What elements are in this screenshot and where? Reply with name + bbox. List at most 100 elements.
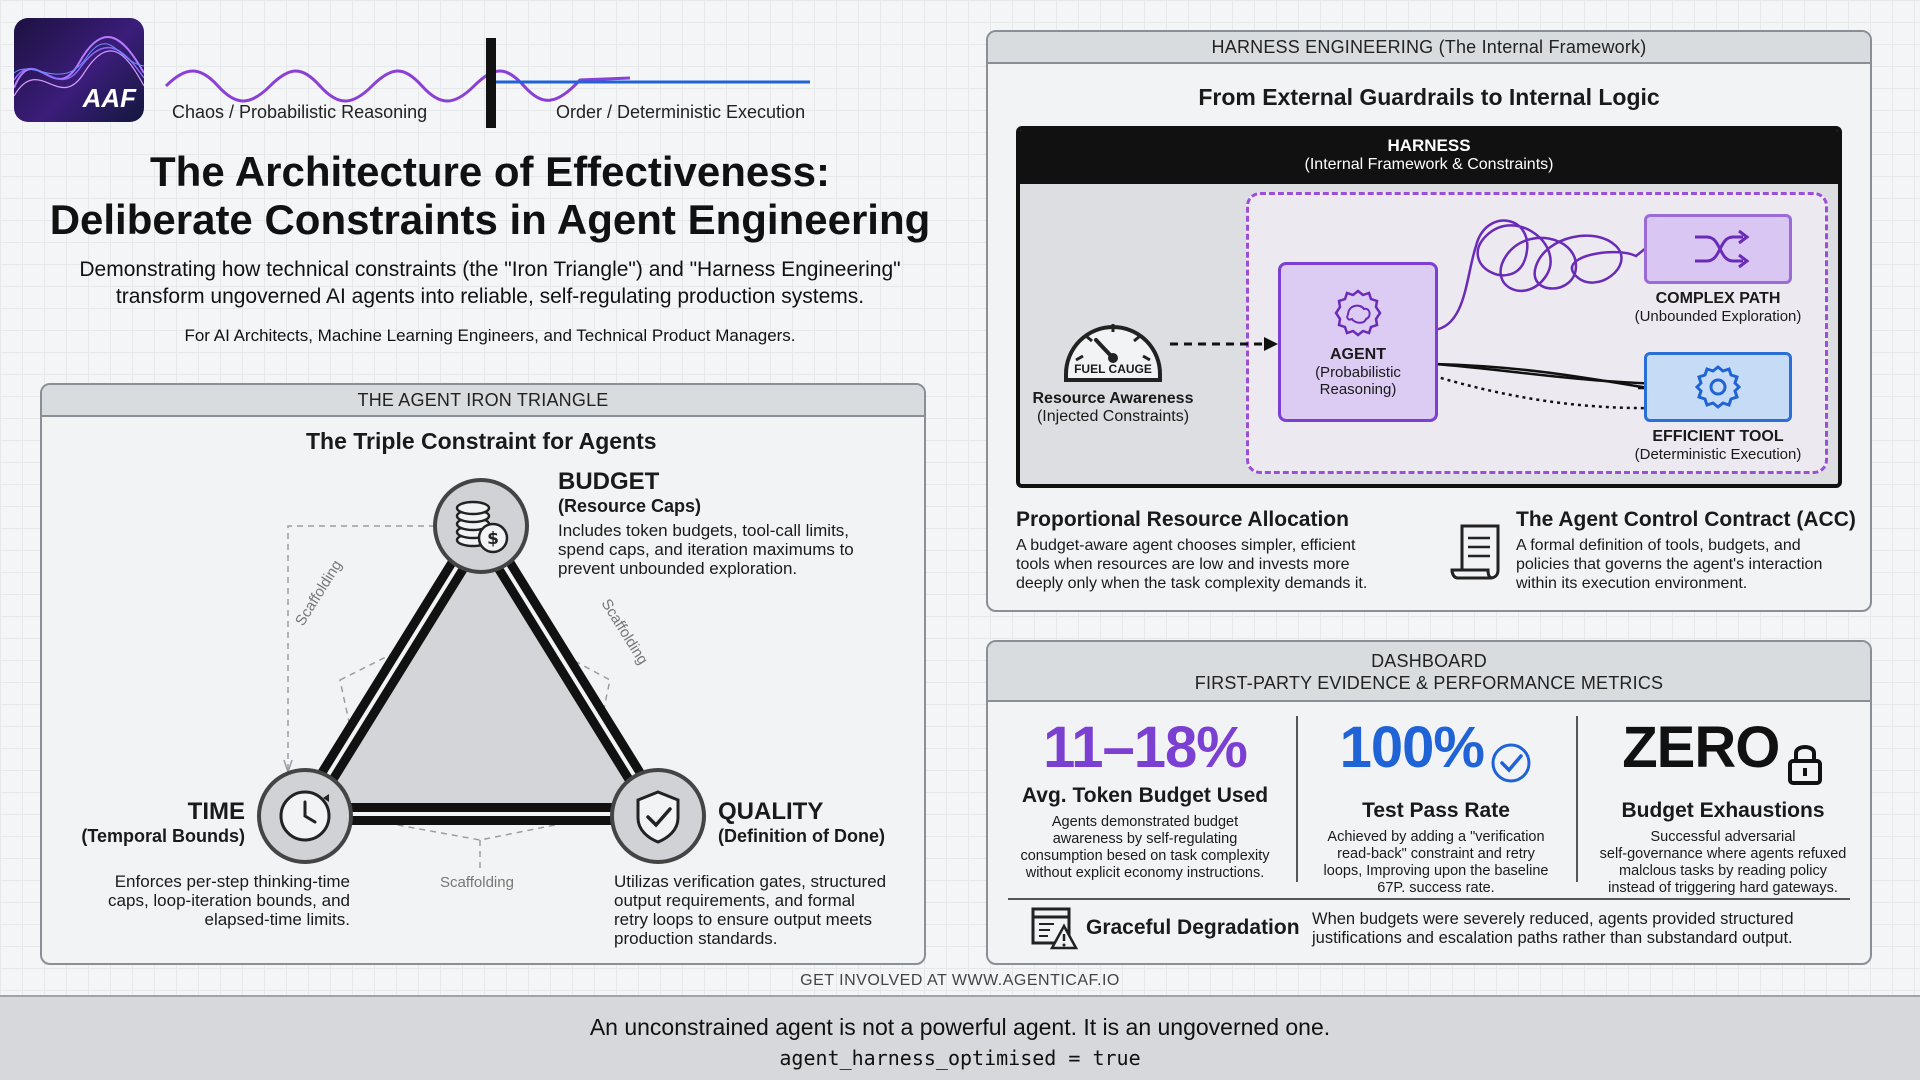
time-desc-line: Enforces per-step thinking-time (114, 872, 350, 891)
proportional-allocation: Proportional Resource Allocation A budge… (1016, 508, 1416, 593)
harness-box-subtitle: (Internal Framework & Constraints) (1304, 156, 1554, 173)
resource-title: Resource Awareness (1032, 390, 1194, 407)
audience-text: For AI Architects, Machine Learning Engi… (184, 326, 796, 345)
shuffle-icon (1695, 229, 1750, 269)
alloc-title: Proportional Resource Allocation (1016, 508, 1349, 531)
triangle-heading: The Triple Constraint for Agents (306, 428, 657, 454)
agent-box: AGENT (Probabilistic Reasoning) (1278, 262, 1438, 422)
quality-node (610, 768, 706, 864)
time-desc: Enforces per-step thinking-time caps, lo… (60, 872, 350, 929)
footer-quote: An unconstrained agent is not a powerful… (589, 1014, 1331, 1040)
budget-subtitle: (Resource Caps) (558, 496, 702, 516)
chaos-label: Chaos / Probabilistic Reasoning (172, 102, 428, 122)
metric-desc-line: self-governance where agents refuxed (1599, 846, 1847, 862)
brain-gear-icon (1334, 289, 1382, 337)
degradation-desc-line: justifications and escalation paths rath… (1312, 929, 1793, 947)
check-circle-icon (1491, 743, 1531, 783)
scaffold-label-bottom: Scaffolding (440, 874, 514, 891)
efficient-tool-box (1644, 352, 1792, 422)
iron-triangle-panel-title: THE AGENT IRON TRIANGLE (42, 385, 924, 417)
acc-desc-line: policies that governs the agent's intera… (1516, 556, 1823, 573)
metric-desc-line: 67P. success rate. (1377, 880, 1495, 896)
metric-label: Budget Exhaustions (1621, 799, 1825, 822)
resource-awareness: Resource Awareness (Injected Constraints… (1018, 390, 1208, 426)
acc-desc-line: within its execution environment. (1516, 575, 1748, 592)
complex-title: COMPLEX PATH (1655, 290, 1781, 307)
budget-title: BUDGET (558, 468, 660, 495)
budget-desc-line: Includes token budgets, tool-call limits… (558, 521, 850, 540)
degradation-divider (1008, 898, 1850, 900)
gear-icon (1694, 365, 1742, 409)
contract-scroll-icon (1450, 524, 1500, 580)
order-label: Order / Deterministic Execution (556, 102, 806, 122)
metric-desc-line: without explicit economy instructions. (1025, 865, 1265, 881)
page-title-line2: Deliberate Constraints in Agent Engineer… (49, 196, 931, 243)
page-title-line1: The Architecture of Effectiveness: (150, 148, 830, 195)
quality-text: QUALITY (Definition of Done) (718, 798, 918, 847)
fuel-gauge-icon (1064, 324, 1162, 382)
quality-desc-line: retry loops to ensure output meets (614, 910, 872, 929)
get-involved-link[interactable]: GET INVOLVED AT WWW.AGENTICAF.IO (800, 972, 1120, 989)
metric-label: Avg. Token Budget Used (1021, 784, 1269, 807)
complex-path-box (1644, 214, 1792, 284)
metric-desc-line: consumption besed on task complexity (1020, 848, 1270, 864)
logo-text: AAF (82, 83, 136, 113)
footer-code: agent_harness_optimised = true (779, 1046, 1141, 1070)
acc-desc-line: A formal definition of tools, budgets, a… (1516, 537, 1801, 554)
budget-node: $ (433, 478, 529, 574)
quality-desc: Utilizas verification gates, structured … (614, 872, 914, 948)
dashboard-title-line2: FIRST-PARTY EVIDENCE & PERFORMANCE METRI… (1194, 673, 1664, 693)
metric-desc-line: instead of triggering hard gateways. (1608, 880, 1838, 896)
degradation-title: Graceful Degradation (1086, 916, 1300, 939)
efficient-tool-label: EFFICIENT TOOL (Deterministic Execution) (1608, 428, 1828, 463)
metric-value: 100% (1339, 715, 1485, 780)
harness-heading: From External Guardrails to Internal Log… (1198, 84, 1660, 110)
time-node (257, 768, 353, 864)
time-subtitle: (Temporal Bounds) (81, 826, 245, 846)
degradation-desc: When budgets were severely reduced, agen… (1312, 910, 1862, 948)
budget-desc-line: prevent unbounded exploration. (558, 559, 798, 578)
lock-icon (1787, 744, 1822, 785)
subtitle-line1: Demonstrating how technical constraints … (79, 258, 901, 281)
alloc-desc-line: tools when resources are low and invests… (1016, 556, 1350, 573)
metric-desc-line: Achieved by adding a "verification (1327, 829, 1545, 845)
acc-title: The Agent Control Contract (ACC) (1516, 508, 1856, 531)
agent-title: AGENT (1330, 346, 1386, 363)
metric-label: Test Pass Rate (1362, 799, 1510, 822)
chaos-order-line (164, 38, 810, 128)
coins-icon: $ (455, 500, 509, 554)
metric-desc-line: read-back" constraint and retry (1337, 846, 1535, 862)
quality-title: QUALITY (718, 798, 824, 825)
page-subtitle: Demonstrating how technical constraints … (20, 256, 960, 310)
agent-sub2: Reasoning) (1319, 381, 1397, 398)
dashboard-title-line1: DASHBOARD (1371, 651, 1487, 671)
alloc-desc-line: A budget-aware agent chooses simpler, ef… (1016, 537, 1356, 554)
iron-triangle-diagram (283, 517, 669, 870)
metric-divider (1576, 716, 1578, 882)
degradation-desc-line: When budgets were severely reduced, agen… (1312, 910, 1794, 928)
tool-sub: (Deterministic Execution) (1634, 446, 1802, 463)
time-desc-line: caps, loop-iteration bounds, and (108, 891, 350, 910)
alloc-desc-line: deeply only when the task complexity dem… (1016, 575, 1368, 592)
metric-desc-line: Successful adversarial (1650, 829, 1796, 845)
quality-desc-line: production standards. (614, 929, 778, 948)
budget-text: BUDGET (Resource Caps) Includes token bu… (558, 468, 898, 578)
metric-desc-line: awareness by self-regulating (1052, 831, 1238, 847)
gauge-label: FUEL CAUGE (1074, 362, 1152, 376)
metric-test-pass: 100% Test Pass Rate Achieved by adding a… (1300, 716, 1572, 897)
metric-token-budget: 11–18% Avg. Token Budget Used Agents dem… (1000, 716, 1290, 882)
quality-desc-line: Utilizas verification gates, structured (614, 872, 887, 891)
metric-value: ZERO (1622, 715, 1780, 780)
metric-desc-line: Agents demonstrated budget (1051, 814, 1239, 830)
shield-check-icon (636, 790, 680, 844)
quality-subtitle: (Definition of Done) (718, 826, 885, 846)
time-text: TIME (Temporal Bounds) (70, 798, 245, 847)
harness-box-title: HARNESS (1387, 136, 1471, 155)
metric-budget-exhaustions: ZERO Budget Exhaustions Successful adver… (1582, 716, 1864, 897)
svg-text:$: $ (487, 529, 499, 549)
dashboard-panel: DASHBOARD FIRST-PARTY EVIDENCE & PERFORM… (986, 640, 1872, 965)
harness-box-header: HARNESS (Internal Framework & Constraint… (1020, 130, 1838, 184)
quality-desc-line: output requirements, and formal (614, 891, 855, 910)
tool-title: EFFICIENT TOOL (1652, 428, 1784, 445)
footer-bar (0, 995, 1920, 1080)
